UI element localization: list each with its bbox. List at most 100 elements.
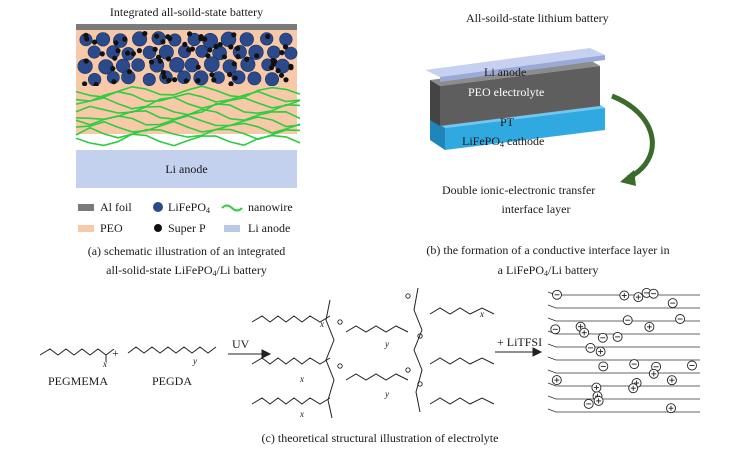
superp-particle: [182, 41, 188, 48]
peo-layer-top: [430, 60, 600, 86]
legend-al-foil-swatch: [78, 204, 94, 211]
polymer-chain: [251, 315, 331, 323]
superp-particle: [227, 71, 233, 78]
polymer-chain: [251, 357, 331, 365]
polymer-backbone: [413, 287, 423, 413]
subscript-y-polymer-1: y: [385, 339, 389, 349]
lifepo4-particle: [248, 44, 264, 60]
layer-cathode-label: LiFePO4 cathode: [462, 134, 545, 149]
uv-label: UV: [232, 337, 250, 351]
superp-particle: [84, 36, 90, 42]
superp-particle: [157, 58, 163, 64]
superp-particle: [82, 81, 88, 87]
interface-label-line1: Double ionic-electronic transfer: [442, 183, 596, 197]
polymer-strand: [547, 343, 700, 348]
subscript-x-polymer-3: x: [300, 374, 304, 384]
superp-particle: [221, 54, 227, 60]
superp-particle: [110, 66, 116, 72]
polymer-strand: [547, 304, 700, 309]
legend-peo-swatch: [78, 225, 94, 232]
superp-particle: [161, 74, 167, 80]
superp-particle: [160, 39, 166, 45]
al-foil-layer: [76, 24, 297, 30]
interface-arrowhead: [620, 170, 636, 186]
li-anode-layer: [76, 150, 297, 188]
polymer-chain: [429, 397, 495, 405]
superp-particle: [202, 36, 208, 42]
polymer-strand: [547, 369, 700, 374]
oxygen-atom: [417, 333, 423, 339]
legend-li-anode-swatch: [224, 225, 240, 232]
panel-a-battery-schematic: [75, 24, 301, 232]
panel-b-caption-line2: a LiFePO4/Li battery: [497, 263, 599, 278]
oxygen-atom: [337, 319, 343, 325]
legend-lifepo4-label: LiFePO4: [168, 200, 211, 215]
legend-nanowire-label: nanowire: [248, 200, 293, 214]
superp-particle: [136, 48, 142, 54]
superp-particle: [195, 78, 201, 84]
oxygen-atom: [405, 293, 411, 299]
superp-particle: [115, 48, 121, 54]
ion-network: [547, 287, 700, 414]
superp-particle: [235, 45, 241, 52]
superp-particle: [160, 69, 166, 76]
polymer-strand: [547, 356, 700, 361]
superp-particle: [166, 77, 172, 83]
legend-nanowire-marker: [221, 204, 243, 212]
superp-particle: [279, 50, 285, 56]
panel-a-caption-line2: all-solid-state LiFePO4/Li battery: [106, 263, 267, 278]
nanowire-strand: [75, 133, 301, 147]
legend-superp-marker: [154, 224, 162, 232]
crosslinked-polymer-network: [251, 287, 495, 419]
superp-particle: [165, 56, 172, 62]
pegmema-structure: [39, 348, 115, 356]
lifepo4-particle: [231, 70, 246, 85]
superp-particle: [142, 30, 148, 37]
superp-particle: [156, 54, 162, 60]
oxygen-atom: [337, 363, 343, 369]
superp-particle: [154, 33, 160, 39]
polymer-strand: [547, 330, 700, 335]
polymer-backbone: [325, 299, 335, 419]
superp-particle: [231, 61, 237, 67]
superp-particle: [124, 50, 131, 56]
superp-particle: [270, 61, 276, 67]
legend-lifepo4-marker: [153, 202, 163, 212]
lifepo4-particle: [158, 44, 174, 60]
cathode-layer-front: [445, 108, 605, 150]
layer-pt-label: PT: [500, 115, 515, 129]
superp-particle: [278, 72, 285, 78]
lifepo4-particle: [142, 73, 156, 87]
lifepo4-particle: [267, 45, 281, 59]
superp-particle: [283, 77, 289, 83]
superp-particle: [165, 34, 171, 40]
lifepo4-particle: [169, 57, 185, 73]
polymer-chain: [429, 357, 495, 365]
superp-particle: [265, 33, 271, 40]
cathode-particles: [77, 30, 298, 88]
oxygen-atom: [405, 367, 411, 373]
superp-particle: [113, 40, 119, 46]
panel-b-title: All-soild-state lithium battery: [466, 11, 609, 25]
panel-a-caption-line1: (a) schematic illustration of an integra…: [87, 244, 286, 258]
lifepo4-particle: [279, 32, 293, 46]
superp-particle: [235, 54, 241, 60]
panel-c-caption: (c) theoretical structural illustration …: [261, 431, 499, 445]
lifepo4-particle: [95, 32, 111, 47]
interface-arrow: [611, 93, 655, 181]
superp-particle: [231, 32, 237, 38]
pegda-structure: [127, 346, 217, 354]
superp-particle: [288, 65, 294, 71]
monomer1-label: PEGMEMA: [48, 374, 109, 388]
superp-particle: [172, 77, 178, 83]
panel-b-caption-line1: (b) the formation of a conductive interf…: [426, 243, 670, 257]
superp-particle: [83, 58, 89, 64]
superp-particle: [211, 77, 217, 83]
polymer-strand: [547, 408, 700, 413]
nanowire-strand: [75, 120, 301, 134]
panel-a-anode-label: Li anode: [165, 162, 208, 176]
superp-particle: [183, 78, 189, 84]
panel-c-structures: [39, 287, 700, 419]
superp-particle: [122, 36, 128, 42]
lifepo4-particle: [193, 70, 209, 86]
